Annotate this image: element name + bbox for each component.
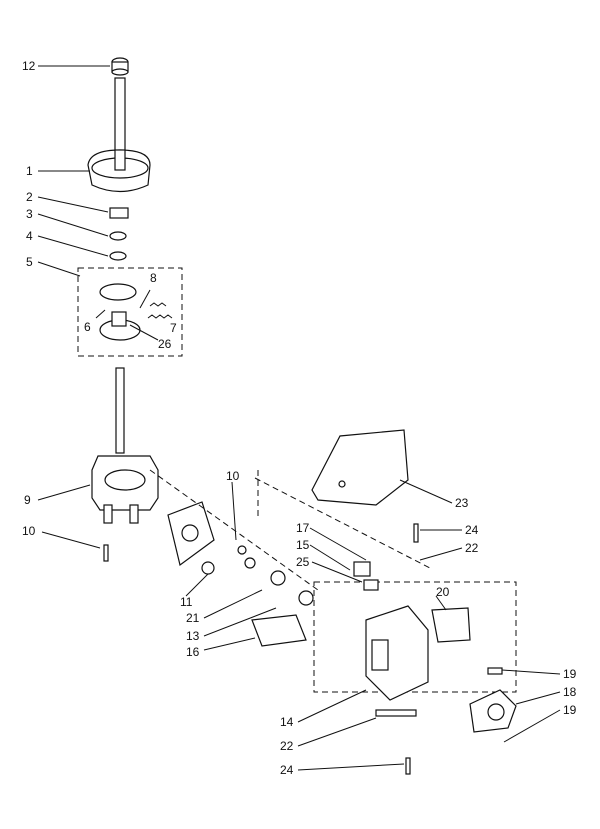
callout-labels: 12 1 2 3 4 5 8 6 7 26 9 10 10 11 21 13 1… bbox=[22, 59, 577, 777]
callout-14: 14 bbox=[280, 715, 294, 729]
callout-26: 26 bbox=[158, 337, 172, 351]
leader-lines bbox=[37, 65, 561, 771]
callout-19-lower: 19 bbox=[563, 703, 577, 717]
callout-9: 9 bbox=[24, 493, 31, 507]
spin-tube-assembly bbox=[77, 57, 183, 562]
callout-10-left: 10 bbox=[22, 524, 36, 538]
callout-24-lower: 24 bbox=[280, 763, 294, 777]
callout-21: 21 bbox=[186, 611, 200, 625]
callout-1: 1 bbox=[26, 164, 33, 178]
callout-19-upper: 19 bbox=[563, 667, 577, 681]
callout-23: 23 bbox=[455, 496, 469, 510]
shield-plate bbox=[311, 429, 409, 506]
callout-16: 16 bbox=[186, 645, 200, 659]
callout-22-lower: 22 bbox=[280, 739, 294, 753]
callout-11: 11 bbox=[180, 595, 193, 609]
callout-24-upper: 24 bbox=[465, 523, 479, 537]
callout-10-right: 10 bbox=[226, 469, 240, 483]
callout-3: 3 bbox=[26, 207, 33, 221]
callout-4: 4 bbox=[26, 229, 33, 243]
callout-13: 13 bbox=[186, 629, 200, 643]
pump-assembly bbox=[313, 523, 517, 775]
callout-12: 12 bbox=[22, 59, 36, 73]
callout-22-upper: 22 bbox=[465, 541, 479, 555]
cover-assembly bbox=[167, 501, 314, 647]
callout-8: 8 bbox=[150, 271, 157, 285]
callout-7: 7 bbox=[170, 321, 177, 335]
callout-15: 15 bbox=[296, 538, 310, 552]
callout-20: 20 bbox=[436, 585, 450, 599]
callout-6: 6 bbox=[84, 320, 91, 334]
callout-18: 18 bbox=[563, 685, 577, 699]
callout-5: 5 bbox=[26, 255, 33, 269]
callout-25: 25 bbox=[296, 555, 310, 569]
callout-17: 17 bbox=[296, 521, 310, 535]
callout-2: 2 bbox=[26, 190, 33, 204]
